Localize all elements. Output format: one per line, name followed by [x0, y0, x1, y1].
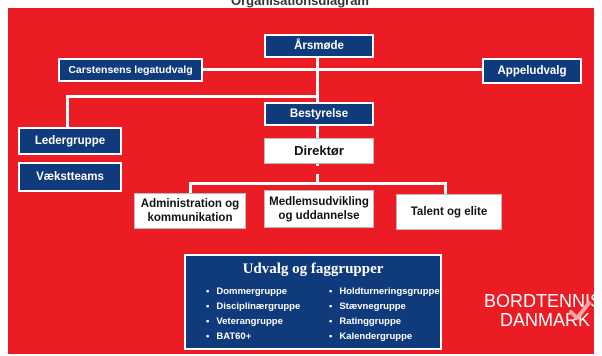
checkmark-icon [569, 301, 591, 320]
top-title-fragment: Organisationsdiagram [231, 0, 369, 8]
direktor-box: Direktør [264, 138, 374, 164]
udvalg-list-left: Dommergruppe Disciplinærgruppe Veterangr… [206, 284, 300, 344]
vaekstteams-box: Vækstteams [18, 162, 122, 192]
connector-line [189, 182, 446, 185]
bordtennis-danmark-logo: BORDTENNIS DANMARK [484, 292, 602, 342]
list-item: Dommergruppe [206, 284, 300, 299]
connector-line [66, 95, 318, 98]
appeludvalg-box: Appeludvalg [482, 58, 582, 84]
connector-line [189, 182, 192, 196]
udvalg-faggrupper-box: Udvalg og faggrupper Dommergruppe Discip… [184, 254, 442, 350]
legatudvalg-box: Carstensens legatudvalg [58, 58, 203, 82]
udvalg-list-right: Holdturneringsgruppe Stævnegruppe Rating… [329, 284, 440, 344]
connector-line [66, 95, 69, 128]
administration-box: Administration og kommunikation [134, 193, 246, 229]
logo-line1: BORDTENNIS [484, 291, 602, 311]
list-item: Stævnegruppe [329, 299, 440, 314]
list-item: Disciplinærgruppe [206, 299, 300, 314]
logo-line2: DANMARK [500, 310, 591, 330]
ledergruppe-box: Ledergruppe [18, 127, 122, 155]
cropped-top-title: Organisationsdiagram [150, 0, 450, 8]
list-item: Holdturneringsgruppe [329, 284, 439, 299]
connector-line [444, 182, 447, 196]
list-item: Ratinggruppe [329, 314, 440, 329]
list-item: Veterangruppe [206, 314, 300, 329]
bestyrelse-box: Bestyrelse [264, 102, 374, 126]
connector-line [316, 174, 319, 184]
talent-box: Talent og elite [396, 194, 502, 230]
medlemsudvikling-box: Medlemsudvikling og uddannelse [264, 190, 374, 228]
connector-line [130, 68, 522, 71]
list-item: BAT60+ [206, 329, 300, 344]
udvalg-title: Udvalg og faggrupper [242, 261, 384, 277]
arsmode-box: Årsmøde [264, 34, 374, 58]
list-item: Kalendergruppe [329, 329, 440, 344]
